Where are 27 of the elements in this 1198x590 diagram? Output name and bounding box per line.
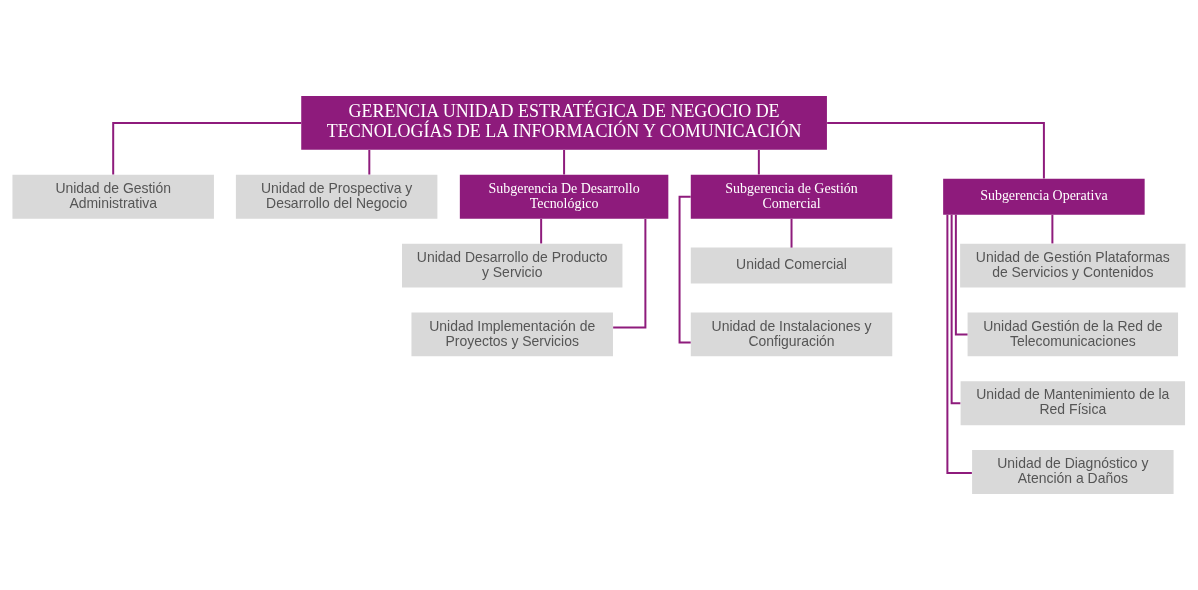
connector [790,217,793,249]
connector [563,149,566,176]
node-box: Unidad de Prospectiva y Desarrollo del Negocio [235,174,438,219]
connector [678,195,692,344]
node-box: Subgerencia Operativa [943,178,1145,215]
connector [1051,213,1054,245]
connector [946,213,973,475]
connector [368,149,371,176]
node-box: Unidad Gestión de la Red de Telecomunicaciones [967,312,1179,357]
node-box: Subgerencia De Desarrollo Tecnológico [459,174,669,219]
node-box: GERENCIA UNIDAD ESTRATÉGICA DE NEGOCIO DE TECNOLOGÍAS DE LA INFORMACIÓN Y COMUNICACIÓN [301,96,827,150]
connector [826,121,1045,180]
node-box: Unidad Desarrollo de Producto y Servicio [402,243,623,288]
node-box: Unidad Comercial [690,247,893,284]
connector [112,121,303,176]
node-box: Unidad de Diagnóstico y Atención a Daños [972,450,1174,494]
node-box: Unidad de Instalaciones y Configuración [690,312,893,357]
node-box: Unidad de Gestión Plataformas de Servicios y Contenidos [960,243,1186,288]
connector [612,217,647,329]
connector [757,149,760,176]
connector [950,213,962,405]
node-box: Unidad de Gestión Administrativa [12,174,214,219]
node-box: Unidad Implementación de Proyectos y Servicios [411,312,613,357]
connector [540,217,543,245]
node-box: Unidad de Mantenimiento de la Red Física [960,381,1186,426]
connector [954,213,969,336]
node-box: Subgerencia de Gestión Comercial [690,174,893,219]
